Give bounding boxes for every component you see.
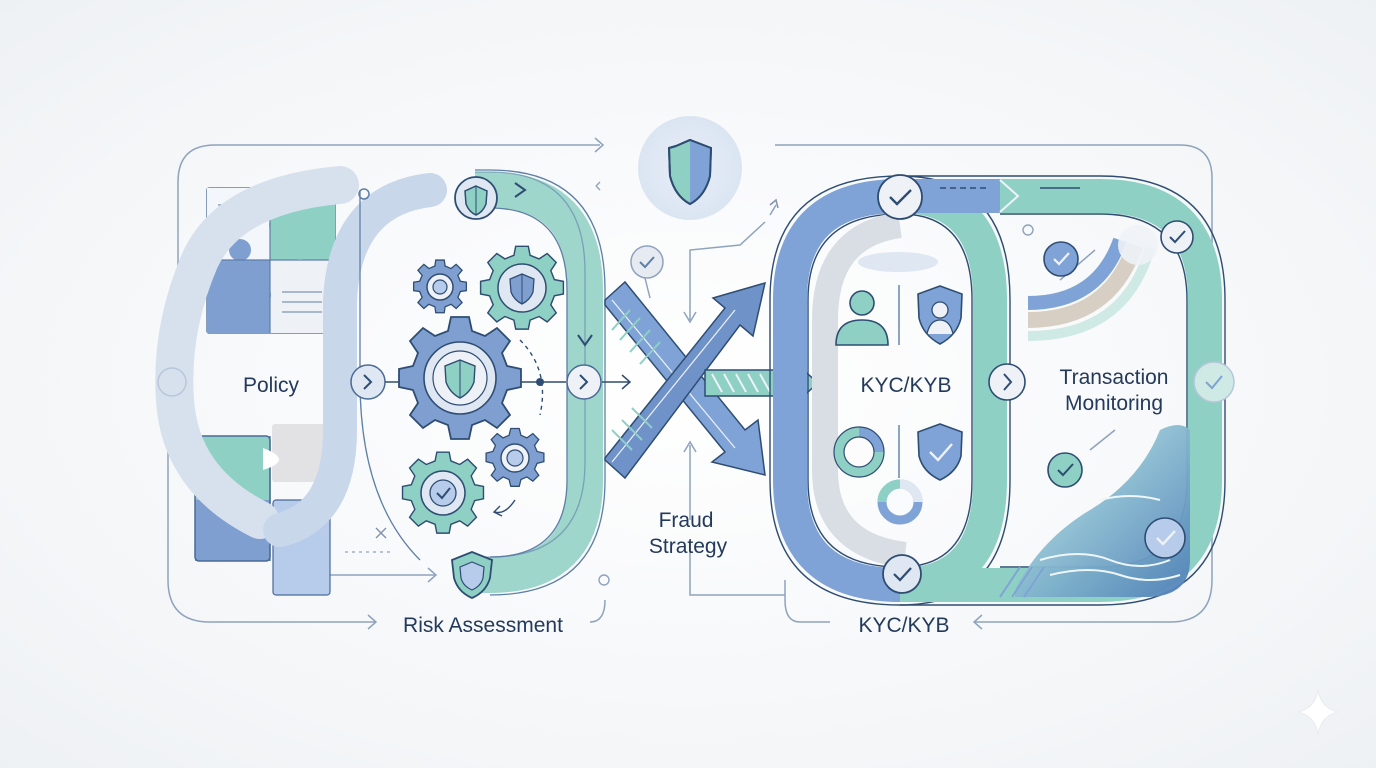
- user-shield-icon: [917, 285, 963, 345]
- gear-icon-large-center: [398, 316, 522, 440]
- check-badge-small: [630, 245, 664, 279]
- shield-badge-top: [454, 176, 498, 220]
- kyc-kyb-bottom-label: KYC/KYB: [858, 614, 949, 637]
- risk-assessment-label: Risk Assessment: [403, 614, 563, 637]
- gear-icon-check-bottom: [401, 451, 485, 534]
- cross-arrow-up: [604, 281, 767, 480]
- transaction-monitoring-label-line1: Transaction: [1060, 366, 1169, 389]
- check-badges-right: [877, 174, 1235, 594]
- segmented-ring-icon: [877, 479, 923, 525]
- fraud-strategy-label-line2: Strategy: [649, 535, 728, 558]
- kyc-kyb-center-label: KYC/KYB: [860, 374, 951, 397]
- shield-badge-bottom: [451, 551, 493, 599]
- fraud-strategy-label-line1: Fraud: [659, 509, 714, 532]
- gear-icon-teal-top: [479, 245, 565, 330]
- gear-connectors: [375, 339, 544, 539]
- wave-shape: [999, 425, 1190, 598]
- connector-lines: [167, 137, 1213, 630]
- connector-nodes-left: [157, 188, 632, 400]
- arrow-icon: [769, 198, 779, 209]
- shield-check-icon: [917, 423, 963, 481]
- pie-ring-icon: [833, 426, 885, 478]
- gear-icon-small-top: [413, 259, 467, 314]
- user-icon: [835, 290, 889, 346]
- rainbow-arc: [1027, 225, 1158, 341]
- decorative-dots: [595, 181, 1034, 586]
- policy-label: Policy: [243, 374, 300, 397]
- check-icon: [436, 487, 451, 500]
- striped-arrow-overlays: [611, 309, 661, 451]
- transaction-monitoring-label-line2: Monitoring: [1065, 392, 1163, 415]
- sparkle-icon: [1297, 689, 1339, 735]
- gear-icon-small-right: [485, 427, 545, 487]
- shield-icon-top-center: [638, 116, 742, 220]
- left-loop-path: [155, 166, 447, 547]
